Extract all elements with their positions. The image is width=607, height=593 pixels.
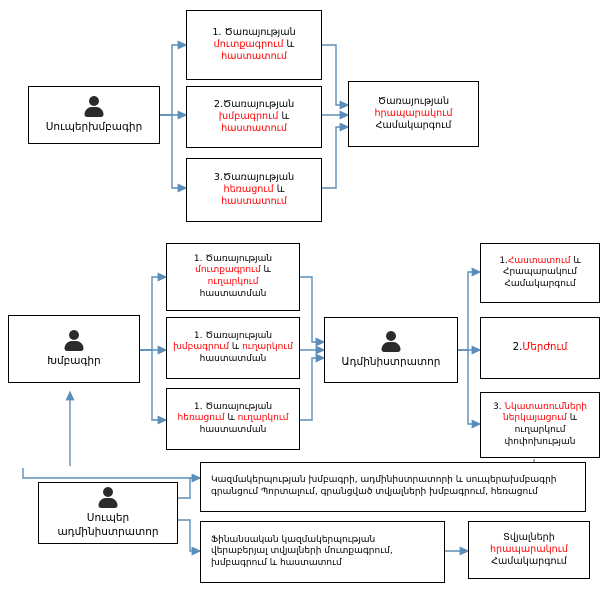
process-box-s1-step3[interactable]: 3.Ծառայության հեռացում և հաստատում xyxy=(186,158,322,222)
s1-step3-line1: 3.Ծառայության xyxy=(213,171,295,183)
actor-administrator-label: Ադմինիստրատոր xyxy=(341,356,441,369)
result-box-s1-publish[interactable]: Ծառայության հրապարակում Համակարգում xyxy=(348,81,479,147)
s1-step1-line2: մուտքագրում և xyxy=(213,38,295,50)
task-financial-line3: խմբագրում և հաստատում xyxy=(211,557,342,568)
s2-step3-line1: 1. Ծառայության xyxy=(193,401,273,412)
process-box-s1-step2[interactable]: 2.Ծառայության խմբագրում և հաստատում xyxy=(186,86,322,148)
s2-step2-line2: խմբագրում և ուղարկում xyxy=(173,342,293,353)
task-box-financial-data[interactable]: Ֆինանսական կազմակերպության վերաբերյալ տվ… xyxy=(200,521,445,583)
result-box-s2-reject[interactable]: 2.Մերժում xyxy=(480,317,600,379)
s2-result1-line2: Հրապարակում xyxy=(503,267,577,278)
s2-result3-line4: փոփոխության xyxy=(504,436,576,447)
s2-step1-line2: մուտքագրում և xyxy=(195,265,271,276)
actor-super-administrator[interactable]: Սուպեր ադմինիստրատոր xyxy=(38,482,178,544)
s2-step3-line2: հեռացում և ուղարկում xyxy=(177,413,289,424)
s1-step3-line2: հեռացում և xyxy=(223,183,285,195)
task-registration-line2: գրանցում Պորտալում, գրանցված տվյալների խ… xyxy=(211,487,538,497)
user-icon xyxy=(97,487,119,509)
actor-super-administrator-label-line1: Սուպեր xyxy=(86,512,130,525)
s2-step1-line1: 1. Ծառայության xyxy=(193,253,273,264)
task-registration-line1: Կազմակերպության խմբագրի, ադմինիստրատորի … xyxy=(211,475,557,486)
actor-super-administrator-label-line2: ադմինիստրատոր xyxy=(57,526,159,538)
user-icon xyxy=(63,330,85,352)
task-box-registration[interactable]: Կազմակերպության խմբագրի, ադմինիստրատորի … xyxy=(200,462,586,512)
s1-step1-line1: 1. Ծառայության xyxy=(212,26,296,38)
s2-result2-line1: 2.Մերժում xyxy=(512,342,568,354)
user-icon xyxy=(380,331,402,353)
user-icon xyxy=(83,96,105,118)
s1-result-line3: Համակարգում xyxy=(375,120,452,132)
result-box-s3-publish[interactable]: Տվյալների հրապարակում Համակարգում xyxy=(468,521,590,579)
s1-step3-line3: հաստատում xyxy=(221,196,287,208)
process-box-s2-step2[interactable]: 1. Ծառայության խմբագրում և ուղարկում հաս… xyxy=(166,317,300,379)
s1-step1-line3: հաստատում xyxy=(221,51,287,63)
process-box-s2-step3[interactable]: 1. Ծառայության հեռացում և ուղարկում հաստ… xyxy=(166,388,300,450)
actor-administrator[interactable]: Ադմինիստրատոր xyxy=(324,317,458,383)
task-financial-line2: վերաբերյալ տվյալների մուտքագրում, xyxy=(211,546,393,557)
actor-editor-label: Խմբագիր xyxy=(47,355,101,368)
s3-result-line1: Տվյալների xyxy=(503,531,555,543)
actor-super-editor[interactable]: Սուպերխմբագիր xyxy=(28,86,160,144)
s2-result3-line3: ուղարկում xyxy=(514,425,566,435)
actor-super-editor-label: Սուպերխմբագիր xyxy=(45,121,143,134)
s2-result3-line1: 3. Նկատառումների xyxy=(493,401,587,412)
s2-result1-line3: Համակարգում xyxy=(504,278,576,289)
s2-step2-line3: հաստատման xyxy=(199,353,267,364)
s2-step1-line3: ուղարկում xyxy=(207,277,259,287)
result-box-s2-approve[interactable]: 1.Հաստատում և Հրապարակում Համակարգում xyxy=(480,243,600,303)
s1-step2-line3: հաստատում xyxy=(221,123,287,135)
result-box-s2-remarks[interactable]: 3. Նկատառումների ներկայացում և ուղարկում… xyxy=(480,392,600,458)
task-financial-line1: Ֆինանսական կազմակերպության xyxy=(211,534,376,545)
s2-result3-line2: ներկայացում և xyxy=(503,413,577,424)
s1-result-line1: Ծառայության xyxy=(377,95,450,107)
s3-result-line2: հրապարակում xyxy=(489,543,569,555)
actor-editor[interactable]: Խմբագիր xyxy=(8,315,140,383)
s2-step3-line3: հաստատման xyxy=(199,424,267,435)
s2-result1-line1: 1.Հաստատում և xyxy=(499,255,581,266)
s1-step2-line1: 2.Ծառայության xyxy=(213,98,295,110)
s1-result-line2: հրապարակում xyxy=(374,107,453,119)
s3-result-line3: Համակարգում xyxy=(491,556,567,568)
process-box-s1-step1[interactable]: 1. Ծառայության մուտքագրում և հաստատում xyxy=(186,10,322,80)
s2-step2-line1: 1. Ծառայության xyxy=(193,330,273,341)
s2-step1-line4: հաստատման xyxy=(199,288,267,299)
process-box-s2-step1[interactable]: 1. Ծառայության մուտքագրում և ուղարկում հ… xyxy=(166,243,300,311)
s1-step2-line2: խմբագրում և xyxy=(218,110,290,122)
